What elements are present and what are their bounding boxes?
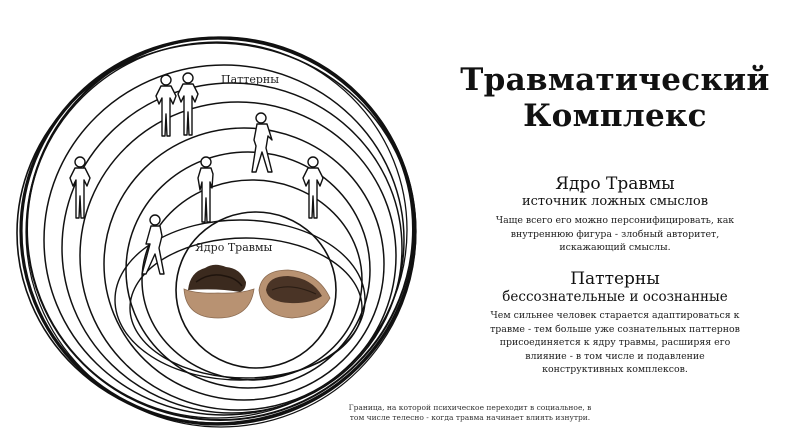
- section-patterns: Паттерны бессознательные и осознанные Че…: [430, 269, 800, 377]
- section-subheading: бессознательные и осознанные: [502, 289, 728, 305]
- title-line-1: Травматический: [460, 62, 770, 98]
- body-line: конструктивных комплексов.: [542, 364, 688, 375]
- section-subheading: источник ложных смыслов: [521, 194, 709, 209]
- footnote-line: Граница, на которой психическое переходи…: [348, 403, 592, 412]
- patterns-label: Паттерны: [221, 73, 279, 86]
- trauma-core-label: Ядро Травмы: [195, 241, 273, 254]
- body-line: влияние - в том числе и подавление: [525, 350, 705, 362]
- body-line: Чаще всего его можно персонифицировать, …: [495, 215, 735, 226]
- body-line: присоединяется к ядру травмы, расширяя е…: [499, 337, 731, 348]
- concentric-circles: [16, 36, 417, 428]
- section-trauma-core: Ядро Травмы источник ложных смыслов Чаще…: [430, 174, 800, 255]
- section-heading: Ядро Травмы: [555, 174, 675, 194]
- title-line-2: Комплекс: [523, 98, 707, 134]
- section-body: Чаще всего его можно персонифицировать, …: [430, 214, 800, 255]
- body-line: внутреннюю фигура - злобный авторитет,: [510, 228, 720, 240]
- section-heading: Паттерны: [570, 269, 660, 289]
- body-line: искажающий смыслы.: [559, 242, 671, 253]
- trauma-complex-diagram: Паттерны Ядро Травмы: [16, 36, 417, 428]
- boundary-footnote: Граница, на которой психическое переходи…: [340, 403, 600, 423]
- page-title: Травматический Комплекс: [430, 62, 800, 134]
- body-line: травме - тем больше уже сознательных пат…: [490, 323, 740, 335]
- cracked-walnut-icon: [183, 264, 331, 319]
- footnote-line: том числе телесно - когда травма начинае…: [349, 413, 591, 422]
- section-body: Чем сильнее человек старается адаптирова…: [430, 309, 800, 377]
- body-line: Чем сильнее человек старается адаптирова…: [490, 310, 740, 321]
- person-silhouette-icon: [69, 72, 324, 275]
